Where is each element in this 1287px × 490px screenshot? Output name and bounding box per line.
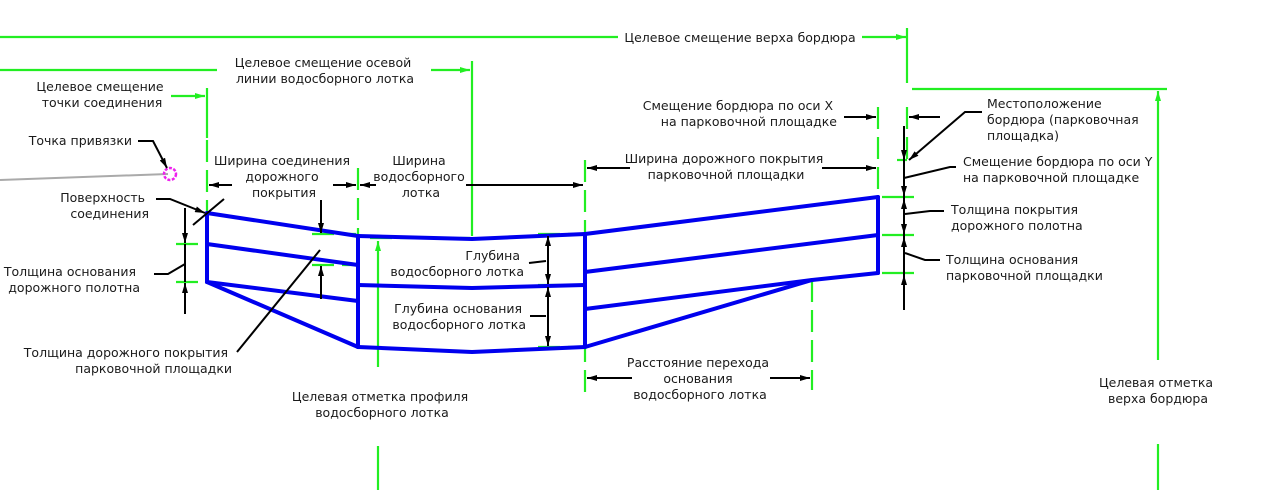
label-parking-pave-thickness: Толщина дорожного покрытия парковочной п… (23, 345, 232, 376)
label-tie-in-point-offset: Целевое смещение точки соединения (36, 79, 167, 110)
parking-transition-slope (583, 278, 814, 349)
label-curb-top-elevation: Целевая отметка верха бордюра (1099, 375, 1217, 406)
gutter-mid (356, 283, 587, 290)
tie-in-pave-mid (205, 242, 360, 267)
label-gutter-centerline-offset: Целевое смещение осевой линии водосборно… (235, 55, 416, 86)
parking-base-thickness-leader (904, 252, 940, 261)
label-gutter-depth: Глубина водосборного лотка (390, 248, 524, 279)
baseline (0, 173, 169, 181)
label-tie-in-surface: Поверхность соединения (60, 190, 149, 221)
parking-pave-mid (583, 233, 880, 274)
tie-in-base-slope (205, 280, 360, 349)
insertion-point-icon (162, 166, 178, 182)
label-parking-pave-width: Ширина дорожного покрытия парковочной пл… (625, 151, 828, 182)
label-road-pave-thickness: Толщина покрытия дорожного полотна (950, 202, 1083, 233)
subassembly-geometry (205, 195, 880, 354)
gutter-top (356, 232, 587, 241)
insertion-point-leader (138, 140, 168, 169)
label-tie-in-pave-width: Ширина соединения дорожного покрытия (214, 153, 354, 200)
label-curb-location: Местоположение бордюра (парковочная площ… (987, 96, 1143, 143)
road-pave-thickness-leader (904, 210, 944, 215)
curb-location-leader (908, 111, 982, 161)
label-parking-base-thickness: Толщина основания парковочной площадки (945, 252, 1103, 283)
label-curb-x-offset: Смещение бордюра по оси X на парковочной… (643, 98, 838, 129)
label-curb-y-offset: Смещение бордюра по оси Y на парковочной… (963, 154, 1156, 185)
label-curb-top-offset: Целевое смещение верха бордюра (624, 30, 855, 45)
label-road-base-thickness: Толщина основания дорожного полотна (3, 264, 140, 295)
label-insertion-point: Точка привязки (28, 133, 132, 148)
parking-pave-top (583, 195, 880, 236)
tie-in-pave-top (205, 211, 360, 238)
tie-in-surface-tick (192, 198, 225, 226)
label-gutter-profile-elevation: Целевая отметка профиля водосборного лот… (292, 389, 472, 420)
annotation-leaders (138, 111, 982, 381)
gutter-depth-leader (528, 260, 547, 264)
curb-y-leader (903, 166, 956, 179)
road-base-leader (154, 263, 186, 275)
labels: Целевое смещение верха бордюра Целевое с… (3, 30, 1217, 420)
label-gutter-width: Ширина водосборного лотка (373, 153, 469, 200)
label-gutter-base-depth: Глубина основания водосборного лотка (392, 301, 526, 332)
tie-in-base-bottom (205, 280, 360, 303)
gutter-bottom (356, 345, 587, 354)
parking-pave-thickness-leader (236, 249, 321, 353)
tie-in-surface-leader (156, 198, 206, 214)
label-gutter-base-transition: Расстояние перехода основания водосборно… (627, 355, 773, 402)
